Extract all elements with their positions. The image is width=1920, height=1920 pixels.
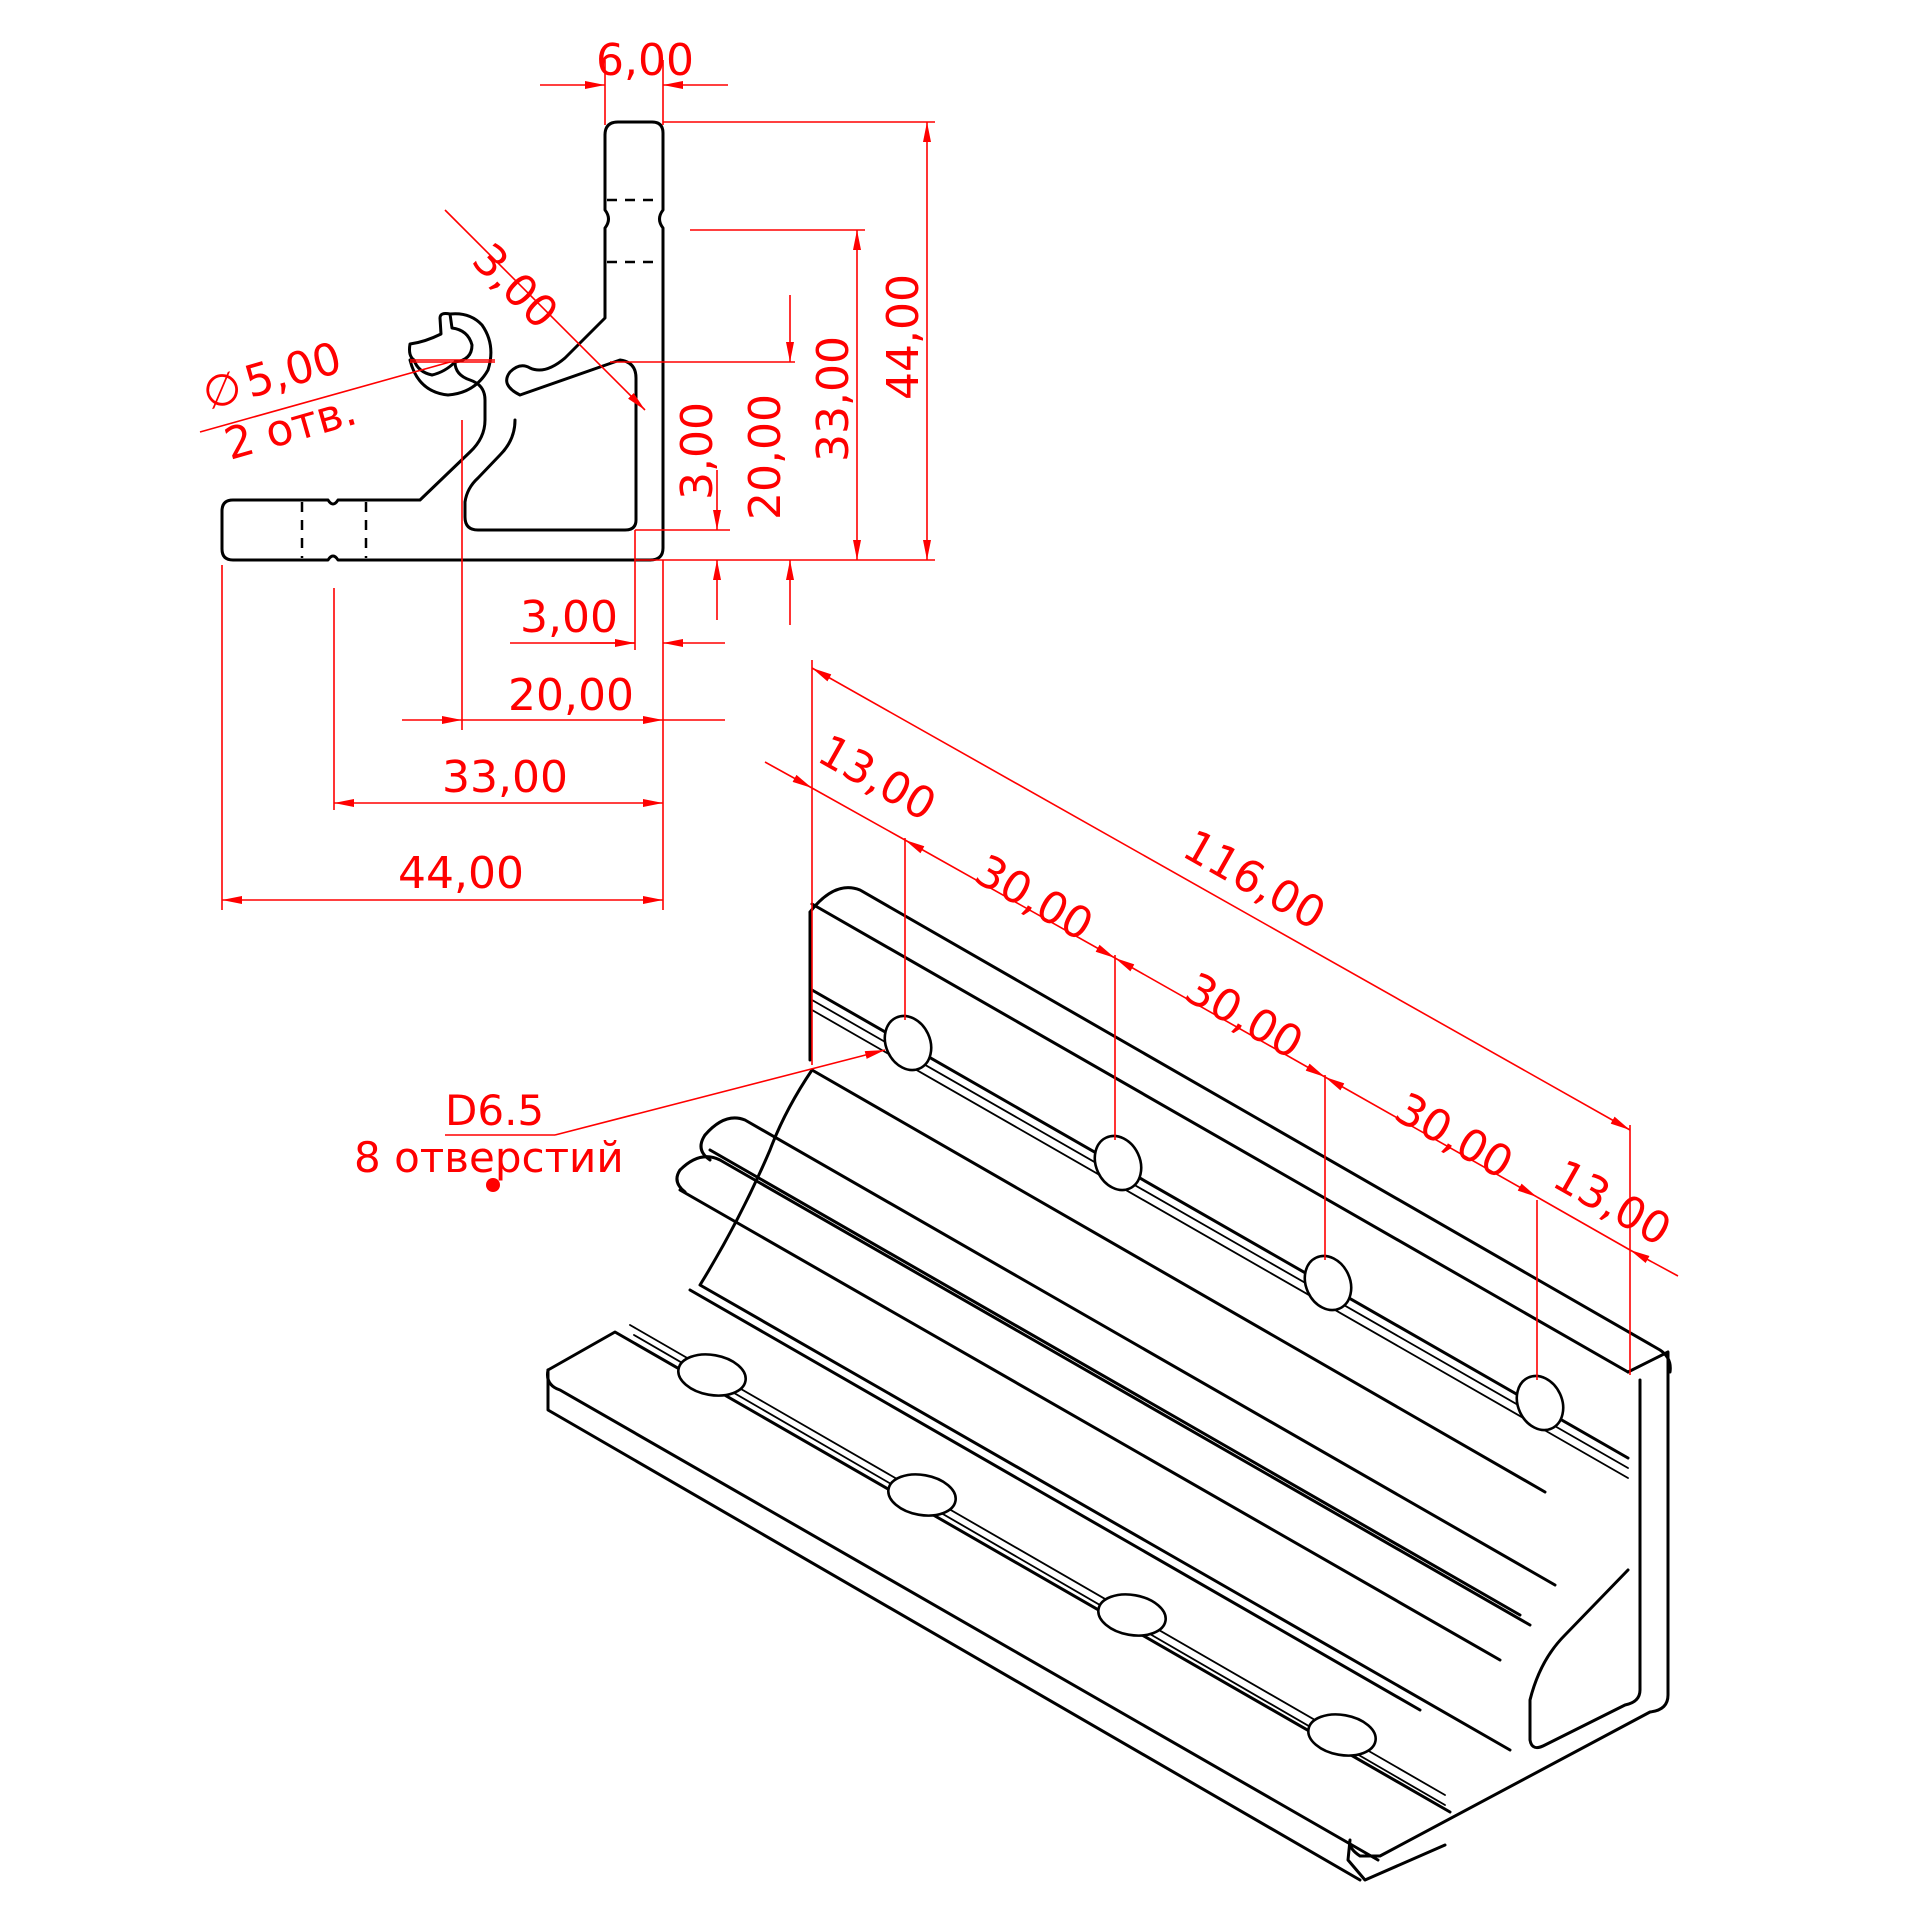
iso-back-top-edge <box>808 886 1672 1374</box>
iso-bottom-plate-front <box>546 1368 1380 1862</box>
iso-rib-mid <box>708 1148 1522 1617</box>
iso-end-face <box>1346 1350 1670 1882</box>
iso-hole-bottom-1 <box>677 1353 747 1397</box>
dim-hole-leader <box>199 361 451 433</box>
iso-hole-back-2 <box>1093 1134 1143 1192</box>
hole-note-dot <box>486 1178 500 1192</box>
profile-hole-hook <box>408 312 493 397</box>
dim-13b-line <box>1536 1196 1631 1251</box>
profile-hole-hook-top <box>408 312 452 362</box>
iso-view <box>546 886 1672 1882</box>
dim-h33-label: 33,00 <box>442 752 568 803</box>
iso-hole-bottom-3 <box>1097 1593 1167 1637</box>
iso-hole-back-4 <box>1515 1374 1565 1432</box>
iso-bottom-plate-top <box>546 1330 1452 1814</box>
iso-rib-left-cap <box>675 1133 712 1194</box>
dim-h20-label: 20,00 <box>508 670 634 721</box>
dim-30a-label: 30,00 <box>967 845 1102 951</box>
iso-hole-bottom-4 <box>1307 1713 1377 1757</box>
dim-6-label: 6,00 <box>596 35 694 86</box>
section-profile-clean <box>220 120 665 562</box>
dim-30b-line <box>1114 957 1326 1078</box>
section-dimensions: 6,00 3,00 ∅ 5,00 2 отв. 3,00 20,00 33,00… <box>197 35 935 910</box>
iso-bottom-plate-back <box>688 1288 1422 1712</box>
iso-rib-lower <box>678 1155 1532 1627</box>
dim-v44-label: 44,00 <box>878 274 929 400</box>
dim-v3-label: 3,00 <box>672 402 723 500</box>
iso-hole-bottom-2 <box>887 1473 957 1517</box>
profile-vertical-leg <box>603 120 665 562</box>
iso-fillet-curve <box>698 1068 1512 1752</box>
profile-vertical-leg-inner <box>463 133 638 532</box>
dim-13a-line <box>764 761 813 789</box>
hole-note-leader <box>554 1049 886 1136</box>
dim-30a-line <box>904 839 1116 959</box>
iso-back-bottom <box>810 1068 1547 1494</box>
iso-bottom-plate-edge <box>546 1368 1362 1882</box>
dim-13a-label: 13,00 <box>810 725 945 831</box>
iso-back-groove <box>811 999 1629 1479</box>
dim-hole-diam-symbol: ∅ <box>197 361 248 421</box>
dim-116-line <box>811 667 1631 1131</box>
dim-fillet-line <box>444 209 646 411</box>
hole-note-count: 8 отверстий <box>354 1133 624 1182</box>
dim-h3-label: 3,00 <box>520 592 618 643</box>
dim-h44-label: 44,00 <box>398 848 524 899</box>
dim-30c-label: 30,00 <box>1387 1083 1522 1189</box>
dim-30b-label: 30,00 <box>1177 963 1312 1069</box>
hole-note-diameter: D6.5 <box>445 1086 544 1135</box>
iso-hole-back-3 <box>1303 1254 1353 1312</box>
dim-116-label: 116,00 <box>1175 820 1334 940</box>
iso-rib-top <box>703 1116 1557 1587</box>
iso-rib-bottom <box>678 1188 1502 1662</box>
dim-fillet-label: 3,00 <box>462 234 567 339</box>
dim-v20-label: 20,00 <box>740 394 791 520</box>
iso-end-inner <box>1528 1378 1642 1750</box>
dim-30c-line <box>1324 1076 1538 1198</box>
dim-v33-label: 33,00 <box>808 336 859 462</box>
dim-13b-label: 13,00 <box>1545 1150 1680 1256</box>
